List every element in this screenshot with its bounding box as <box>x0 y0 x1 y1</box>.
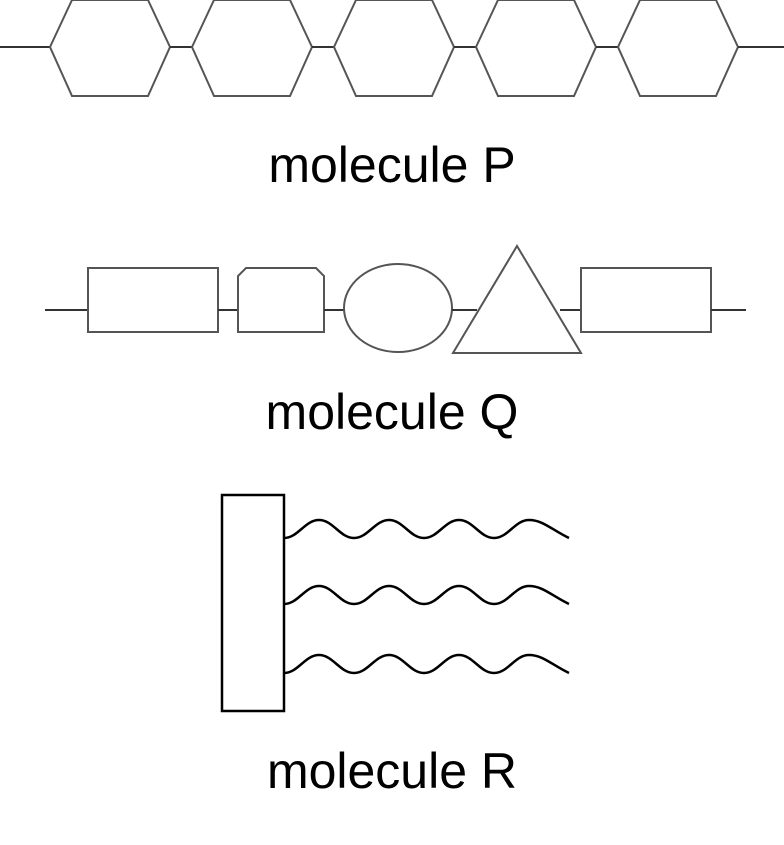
molecule-p <box>0 0 784 97</box>
hexagon-5 <box>616 0 740 97</box>
triangle <box>451 244 583 354</box>
tail-3 <box>283 653 570 675</box>
molecule-r <box>220 493 570 713</box>
tail-2 <box>283 584 570 606</box>
pentagon <box>237 267 325 333</box>
hexagon-1 <box>48 0 172 97</box>
molecule-q-label: molecule Q <box>265 384 519 440</box>
hexagon-3 <box>332 0 456 97</box>
ellipse <box>343 263 453 353</box>
hexagon-4 <box>474 0 598 97</box>
molecule-p-label: molecule P <box>268 137 516 193</box>
head-rectangle <box>220 493 286 713</box>
rectangle-1 <box>87 267 219 333</box>
rectangle-2 <box>580 267 712 333</box>
molecule-r-label: molecule R <box>266 743 518 799</box>
tail-1 <box>283 518 570 540</box>
molecule-q <box>45 244 746 354</box>
hexagon-2 <box>190 0 314 97</box>
